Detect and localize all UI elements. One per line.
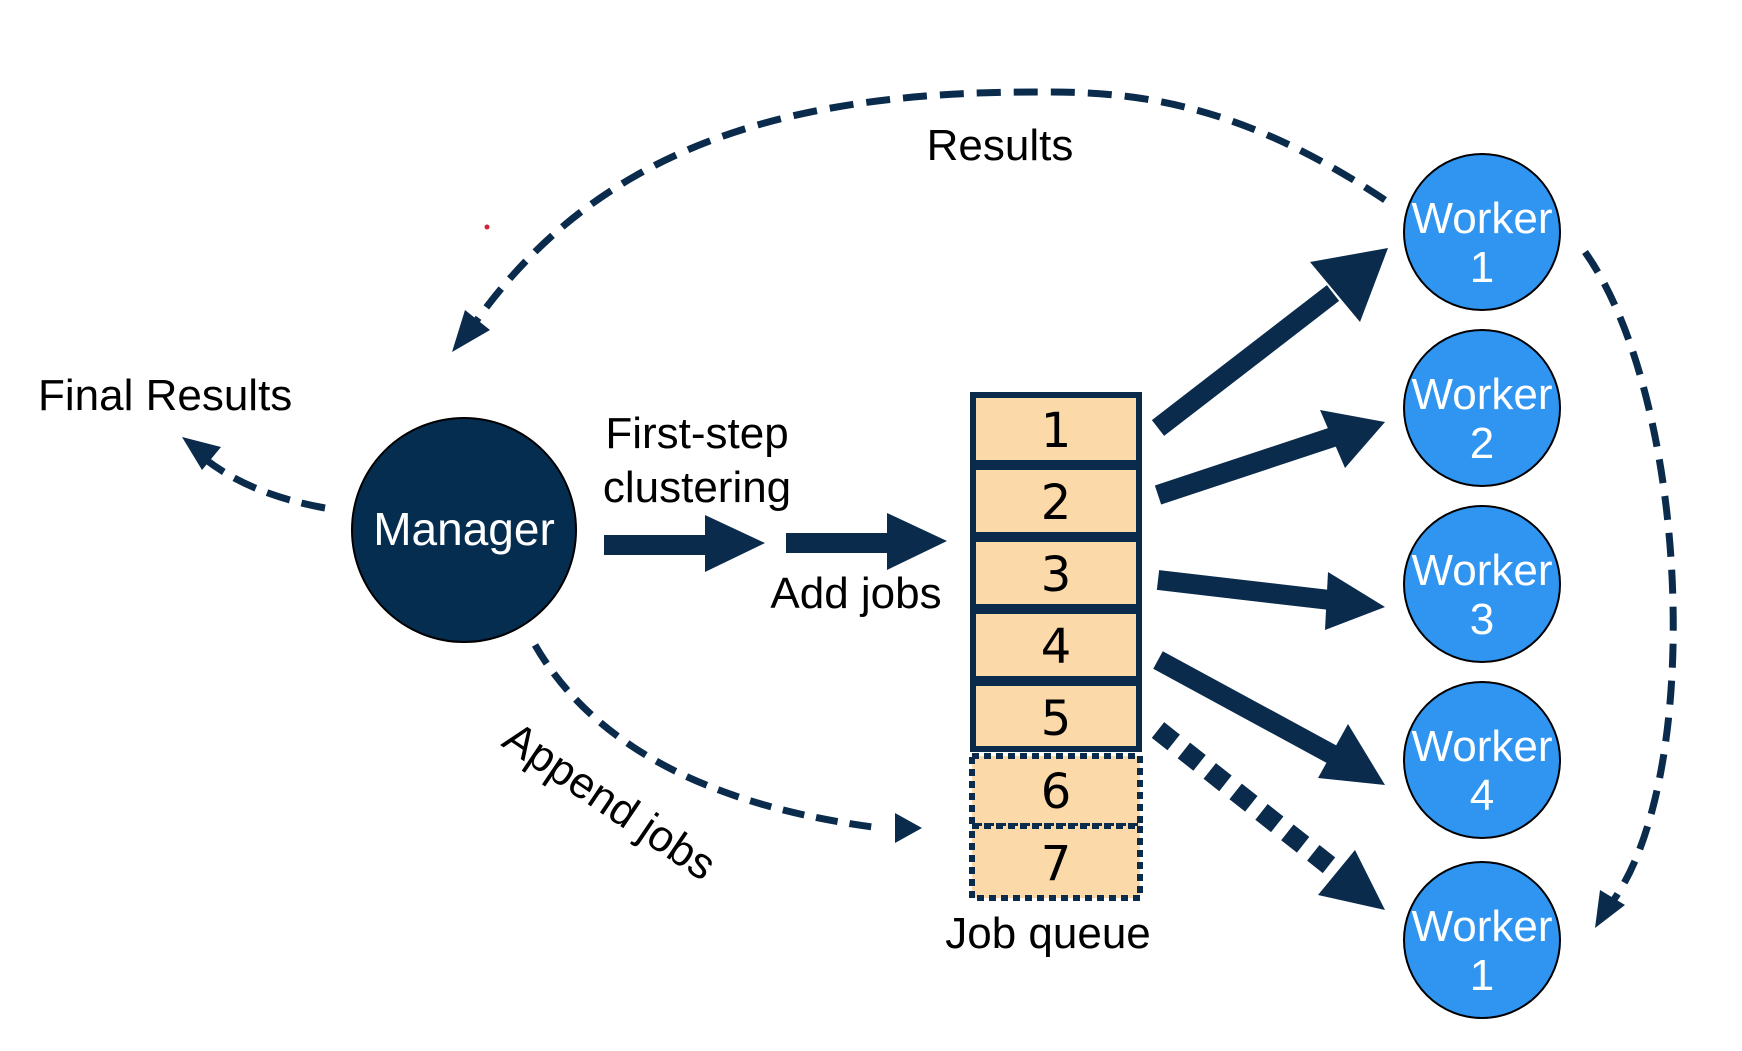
append-jobs-arrowhead xyxy=(895,813,922,843)
worker-loop-arrow xyxy=(1582,249,1677,908)
job-queue: 1 2 3 4 5 6 7 xyxy=(969,392,1143,901)
queue-slot-3: 3 xyxy=(976,542,1136,604)
queue-slot-6: 6 xyxy=(969,753,1143,829)
queue-slot-3-label: 3 xyxy=(1041,547,1072,603)
worker-2-number: 2 xyxy=(1470,419,1494,468)
clustering-label: clustering xyxy=(603,463,791,512)
queue-slot-7-label: 7 xyxy=(1041,836,1072,892)
worker-node-1: Worker 1 xyxy=(1403,153,1561,311)
final-results-arrow xyxy=(197,452,326,512)
final-results-label: Final Results xyxy=(38,371,292,420)
worker-1-name: Worker xyxy=(1412,194,1553,243)
worker-5-number: 1 xyxy=(1470,951,1494,1000)
manager-node: Manager xyxy=(351,417,577,643)
queue-slot-1: 1 xyxy=(976,398,1136,460)
queue-slot-6-label: 6 xyxy=(1041,764,1072,820)
worker-loop-arrowhead xyxy=(1595,890,1625,928)
worker-node-4: Worker 4 xyxy=(1403,681,1561,839)
queue-slot-2: 2 xyxy=(976,470,1136,532)
manager-label: Manager xyxy=(373,503,555,555)
append-jobs-label: Append jobs xyxy=(494,713,724,890)
worker-node-3: Worker 3 xyxy=(1403,505,1561,663)
dispatch-arrow-worker-2 xyxy=(1154,410,1385,505)
dispatch-arrow-worker-4 xyxy=(1153,651,1385,785)
dispatch-arrow-worker-3 xyxy=(1156,570,1385,630)
worker-4-number: 4 xyxy=(1470,771,1494,820)
job-queue-label: Job queue xyxy=(945,909,1151,958)
red-dot xyxy=(484,224,490,230)
final-results-arrowhead xyxy=(182,437,221,470)
first-step-label: First-step xyxy=(605,409,788,458)
queue-slot-7: 7 xyxy=(969,823,1143,901)
worker-node-2: Worker 2 xyxy=(1403,329,1561,487)
append-jobs-arrow xyxy=(531,643,881,832)
worker-4-name: Worker xyxy=(1412,722,1553,771)
worker-2-name: Worker xyxy=(1412,370,1553,419)
results-arrowhead xyxy=(452,310,490,352)
queue-slot-4: 4 xyxy=(976,614,1136,676)
add-jobs-arrow-1 xyxy=(604,515,765,572)
results-arrow xyxy=(467,88,1387,332)
worker-5-name: Worker xyxy=(1412,902,1553,951)
add-jobs-arrow-2 xyxy=(786,513,947,570)
results-label: Results xyxy=(927,121,1074,170)
add-jobs-label: Add jobs xyxy=(770,569,941,618)
queue-slot-5-label: 5 xyxy=(1041,691,1072,747)
worker-node-5: Worker 1 xyxy=(1403,861,1561,1019)
queue-slot-5: 5 xyxy=(976,686,1136,747)
dispatch-arrow-worker-1-pending xyxy=(1151,722,1385,910)
queue-slot-2-label: 2 xyxy=(1041,475,1072,531)
worker-3-name: Worker xyxy=(1412,546,1553,595)
dispatch-arrow-worker-1 xyxy=(1151,248,1388,436)
worker-1-number: 1 xyxy=(1470,243,1494,292)
worker-3-number: 3 xyxy=(1470,595,1494,644)
queue-slot-4-label: 4 xyxy=(1041,619,1072,675)
queue-slot-1-label: 1 xyxy=(1041,403,1072,459)
